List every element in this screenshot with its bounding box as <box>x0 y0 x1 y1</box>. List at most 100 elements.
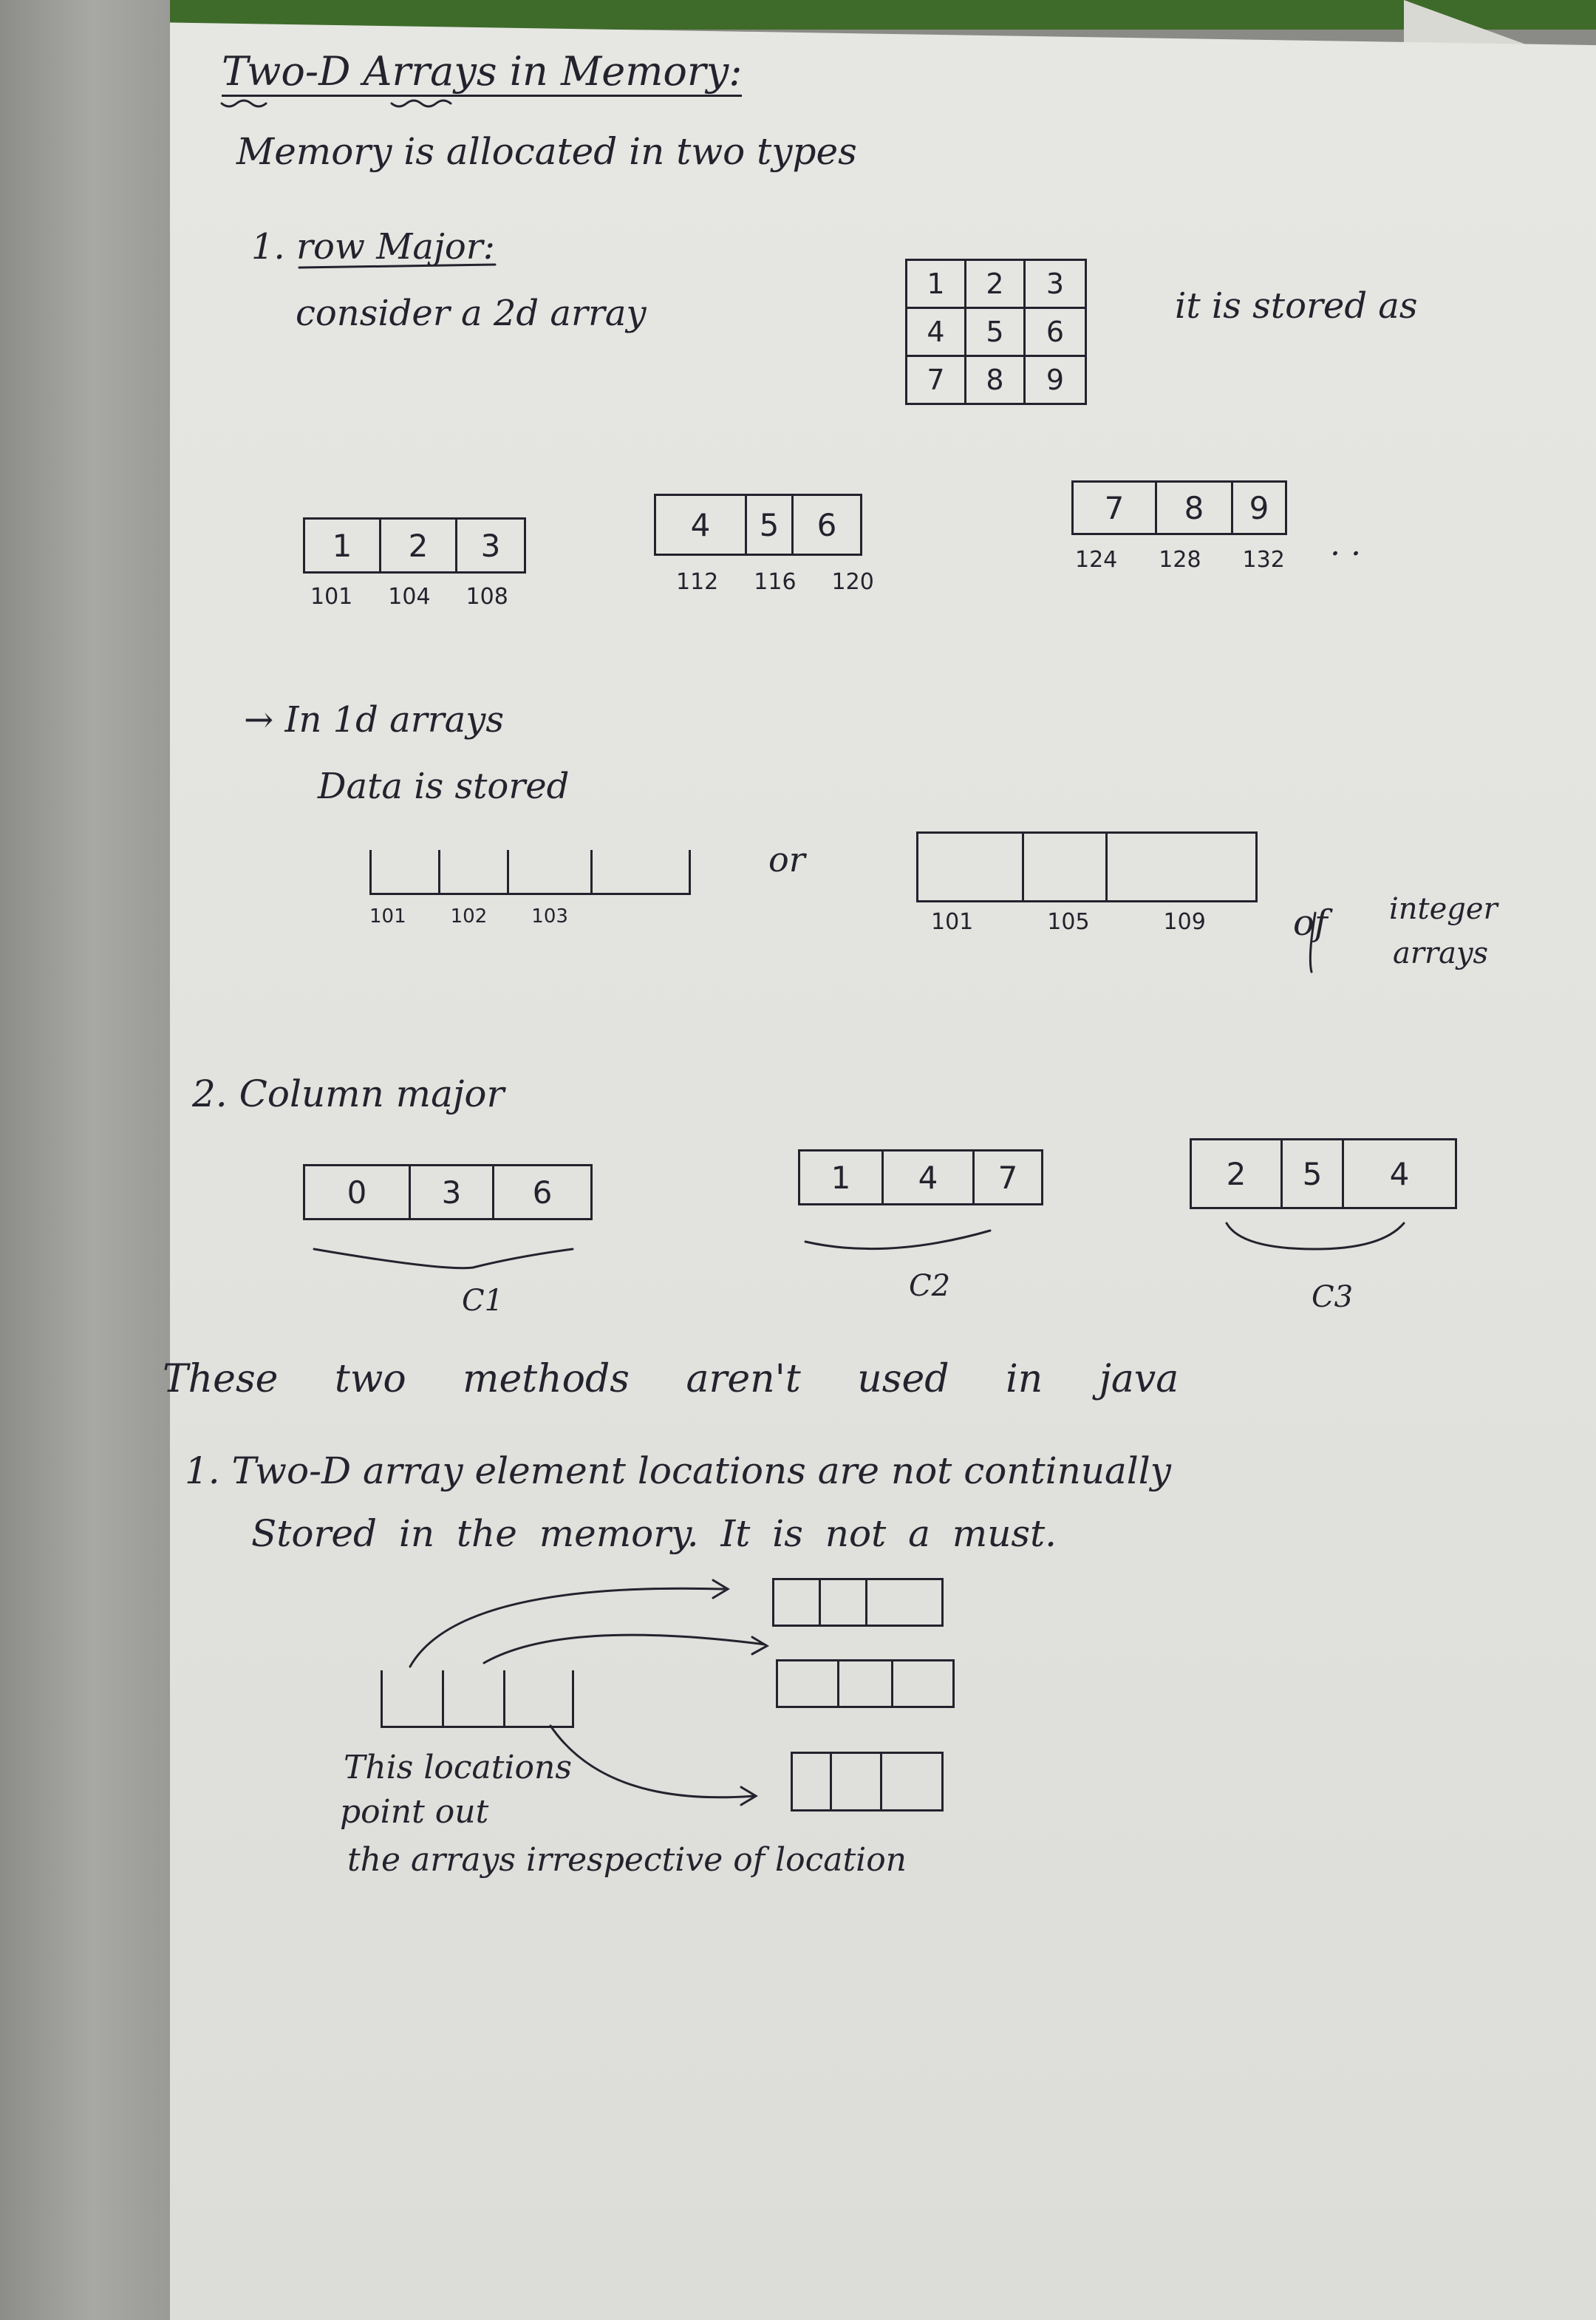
array-cell: 4 <box>656 496 747 554</box>
java-note: These two methods aren't used in java <box>163 1357 1179 1401</box>
row2-addresses: 112 116 120 <box>676 569 874 595</box>
row3-addresses: 124 128 132 <box>1075 547 1285 573</box>
oned-line1: → In 1d arrays <box>244 699 505 741</box>
c1-brace <box>313 1248 574 1270</box>
address-label: 116 <box>754 569 797 595</box>
matrix-cell: 7 <box>907 357 966 403</box>
array-cell <box>793 1754 832 1809</box>
array-cell: 4 <box>884 1152 975 1203</box>
oned-line2: Data is stored <box>318 766 570 807</box>
address-label: 103 <box>531 905 568 928</box>
int-addresses: 101 105 109 <box>931 909 1206 935</box>
pointer-array <box>381 1670 574 1728</box>
address-label: 132 <box>1242 547 1285 573</box>
column1-label: C1 <box>462 1284 504 1318</box>
array-cell <box>383 1670 444 1726</box>
title-squiggle <box>220 99 267 108</box>
row-major-heading: 1. row Major: <box>251 226 495 268</box>
array-cell: 3 <box>411 1166 494 1218</box>
left-page-edge <box>0 0 170 2320</box>
target-array-2 <box>776 1659 955 1708</box>
array-cell: 2 <box>381 520 457 571</box>
matrix-cell: 4 <box>907 309 966 357</box>
address-label: 120 <box>831 569 874 595</box>
page-title: Two-D Arrays in Memory: <box>222 52 743 97</box>
column1-array: 0 3 6 <box>303 1164 593 1220</box>
address-label: 104 <box>388 584 431 610</box>
column2-array: 1 4 7 <box>798 1149 1043 1205</box>
address-label: 101 <box>369 905 406 928</box>
array-cell <box>821 1580 867 1625</box>
array-cell: 1 <box>305 520 381 571</box>
address-label: 101 <box>310 584 353 610</box>
of-stroke <box>1309 911 1317 973</box>
array-cell <box>372 850 440 893</box>
arrowhead <box>751 1636 770 1656</box>
array-cell: 0 <box>305 1166 411 1218</box>
caption-line2: point out <box>340 1793 489 1831</box>
byte-array <box>369 850 691 895</box>
point1-line2: Stored in the memory. It is not a must. <box>251 1512 1057 1555</box>
address-label: 108 <box>466 584 508 610</box>
matrix-cell: 8 <box>966 357 1026 403</box>
c3-brace <box>1225 1222 1405 1251</box>
note-arrays: arrays <box>1393 936 1489 970</box>
matrix-cell: 9 <box>1046 364 1065 396</box>
array-cell: 6 <box>532 1174 553 1211</box>
c2-brace <box>804 1229 992 1251</box>
address-label: 102 <box>450 905 488 928</box>
array-cell <box>440 850 509 893</box>
array-cell <box>509 850 593 893</box>
array-cell <box>774 1580 821 1625</box>
arrowhead <box>712 1579 730 1599</box>
matrix-cell: 1 <box>907 261 966 309</box>
array-cell: 6 <box>816 506 837 543</box>
array-cell <box>839 1661 893 1706</box>
address-label: 105 <box>1047 909 1090 935</box>
column3-label: C3 <box>1312 1280 1354 1314</box>
array-cell: 5 <box>747 496 794 554</box>
arrowhead <box>740 1786 758 1806</box>
note-integer: integer <box>1389 892 1498 926</box>
title-squiggle <box>390 99 452 108</box>
address-label: 128 <box>1159 547 1201 573</box>
array-cell: 8 <box>1157 483 1233 533</box>
pointer-arrow-1 <box>409 1587 726 1668</box>
row1-addresses: 101 104 108 <box>310 584 508 610</box>
column-major-heading: 2. Column major <box>192 1072 505 1115</box>
matrix-cell: 2 <box>966 261 1026 309</box>
array-cell <box>444 1670 505 1726</box>
intro-text: Memory is allocated in two types <box>236 130 857 173</box>
array-cell: 7 <box>998 1159 1018 1196</box>
byte-addresses: 101 102 103 <box>369 905 568 928</box>
caption-line3: the arrays irrespective of location <box>347 1841 907 1879</box>
array-cell <box>1024 834 1108 900</box>
address-label: 109 <box>1163 909 1206 935</box>
row2-array: 4 5 6 <box>654 494 862 556</box>
array-cell: 7 <box>1074 483 1157 533</box>
array-cell <box>918 834 1024 900</box>
column2-label: C2 <box>909 1269 951 1303</box>
row3-array: 7 8 9 <box>1071 480 1287 535</box>
array-cell <box>832 1754 882 1809</box>
or-text: or <box>768 840 805 880</box>
array-cell: 4 <box>1389 1155 1410 1192</box>
caption-line1: This locations <box>344 1749 572 1786</box>
address-label: 124 <box>1075 547 1118 573</box>
array-cell: 1 <box>800 1152 884 1203</box>
consider-text: consider a 2d array <box>296 293 647 334</box>
matrix-3x3: 1 2 3 4 5 6 7 8 9 <box>905 259 1087 405</box>
array-cell: 2 <box>1192 1140 1283 1207</box>
trailing-dots: . . <box>1330 525 1361 563</box>
pointer-arrow-2 <box>482 1633 766 1664</box>
stored-as-text: it is stored as <box>1175 285 1418 327</box>
heading-underline <box>298 263 497 269</box>
target-array-1 <box>772 1578 944 1627</box>
point1-line1: 1. Two-D array element locations are not… <box>185 1449 1172 1492</box>
matrix-cell: 5 <box>966 309 1026 357</box>
address-label: 112 <box>676 569 719 595</box>
int-array <box>916 831 1258 902</box>
array-cell: 5 <box>1283 1140 1344 1207</box>
notebook-page <box>89 22 1596 2320</box>
note-of: of <box>1293 902 1328 944</box>
